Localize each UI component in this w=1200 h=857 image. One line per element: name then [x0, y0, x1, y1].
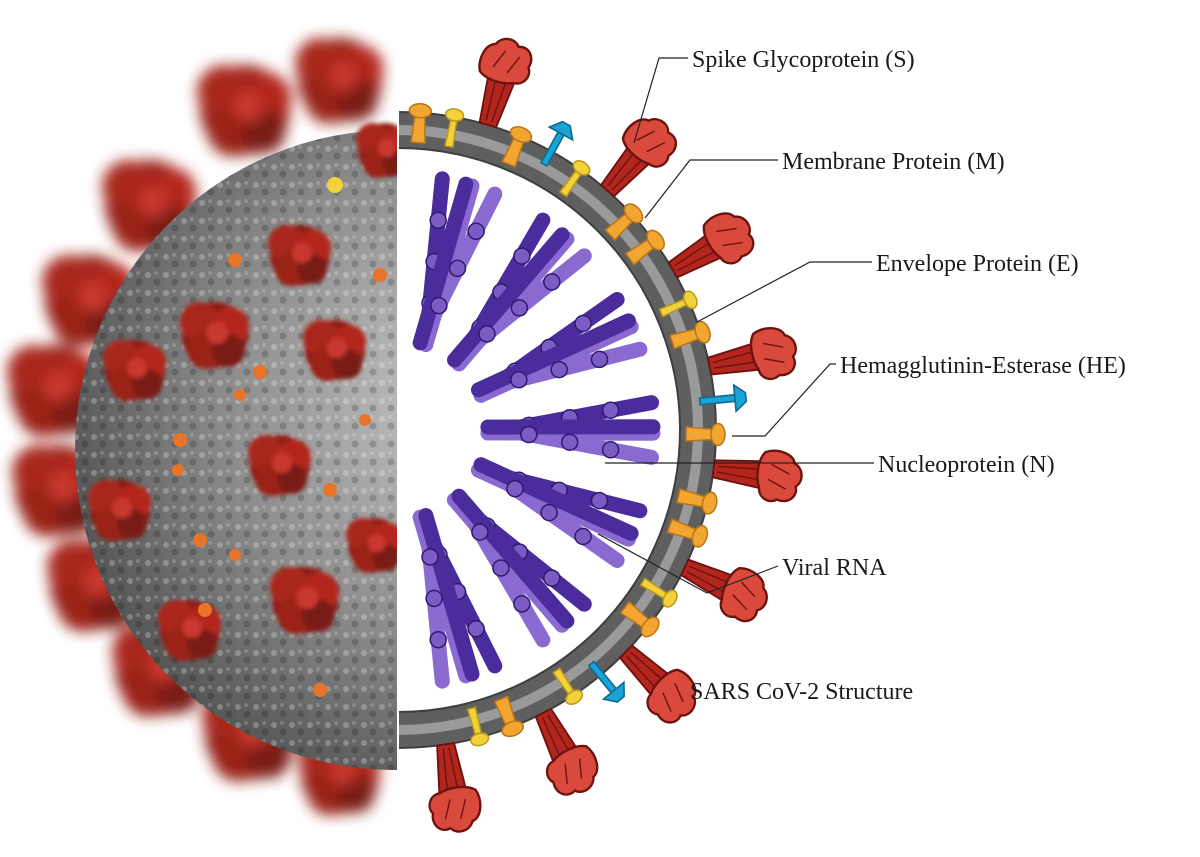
rna-segment: [473, 457, 639, 568]
virion-surface-render: [7, 38, 398, 816]
spike-glycoprotein-s: [709, 442, 806, 506]
nucleoprotein-bead: [513, 595, 531, 613]
nucleoprotein-bead: [506, 479, 524, 498]
spike-glycoprotein-s: [462, 31, 538, 134]
nucleoprotein-bead: [574, 527, 592, 546]
nucleoprotein-bead: [590, 491, 609, 510]
label-spike: Spike Glycoprotein (S): [692, 47, 915, 73]
rna-segment: [471, 313, 648, 398]
label-membrane: Membrane Protein (M): [782, 149, 1005, 175]
label-nucleo: Nucleoprotein (N): [878, 452, 1055, 478]
nucleoprotein-bead: [492, 559, 510, 577]
rna-segment: [418, 508, 480, 689]
nucleoprotein-bead: [425, 589, 443, 608]
nucleoprotein-bead: [467, 222, 485, 241]
rna-segment: [412, 176, 503, 351]
label-envelope: Envelope Protein (E): [876, 251, 1079, 277]
rna-segment: [451, 488, 575, 648]
spike-leader-line: [633, 57, 688, 144]
diagram-title: SARS CoV-2 Structure: [690, 679, 913, 705]
he-leader-line: [732, 363, 836, 437]
label-rna: Viral RNA: [782, 555, 887, 581]
nucleoprotein-bead: [590, 350, 609, 369]
nucleoprotein-bead: [478, 325, 496, 343]
label-he: Hemagglutinin-Esterase (HE): [840, 353, 1126, 379]
nucleoprotein-bead: [574, 314, 592, 333]
nucleoprotein-bead: [513, 247, 531, 265]
nucleoprotein-bead: [520, 425, 538, 444]
spike-glycoprotein-s: [703, 322, 803, 392]
rna-segment: [447, 227, 592, 368]
cross-section: [398, 31, 806, 837]
nucleoprotein-bead: [601, 441, 620, 459]
nucleoprotein-bead: [421, 548, 439, 566]
nucleoprotein-bead: [471, 523, 489, 541]
nucleoprotein-bead: [510, 370, 528, 389]
membrane-leader-line: [644, 159, 778, 219]
nucleoprotein-bead: [550, 360, 568, 379]
viral-rna: [412, 171, 661, 689]
nucleoprotein-bead: [543, 273, 561, 291]
envelope-leader-line: [696, 261, 872, 323]
surface-small-proteins: [172, 177, 387, 697]
nucleoprotein-bead: [560, 433, 579, 451]
rna-segment: [480, 419, 661, 465]
nucleoprotein-bead: [448, 259, 467, 278]
nucleoprotein-bead: [601, 401, 620, 419]
nucleoprotein-bead: [543, 569, 561, 587]
nucleoprotein-bead: [429, 630, 447, 649]
labels: Spike Glycoprotein (S) Membrane Protein …: [597, 47, 1126, 705]
nucleoprotein-bead: [540, 503, 558, 522]
nucleoprotein-bead: [467, 619, 485, 638]
nucleoprotein-bead: [430, 296, 448, 315]
nucleoprotein-bead: [429, 211, 447, 230]
rna-leader-line: [597, 533, 779, 594]
nucleoprotein-bead: [510, 299, 529, 317]
spike-glycoprotein-s: [419, 739, 486, 837]
